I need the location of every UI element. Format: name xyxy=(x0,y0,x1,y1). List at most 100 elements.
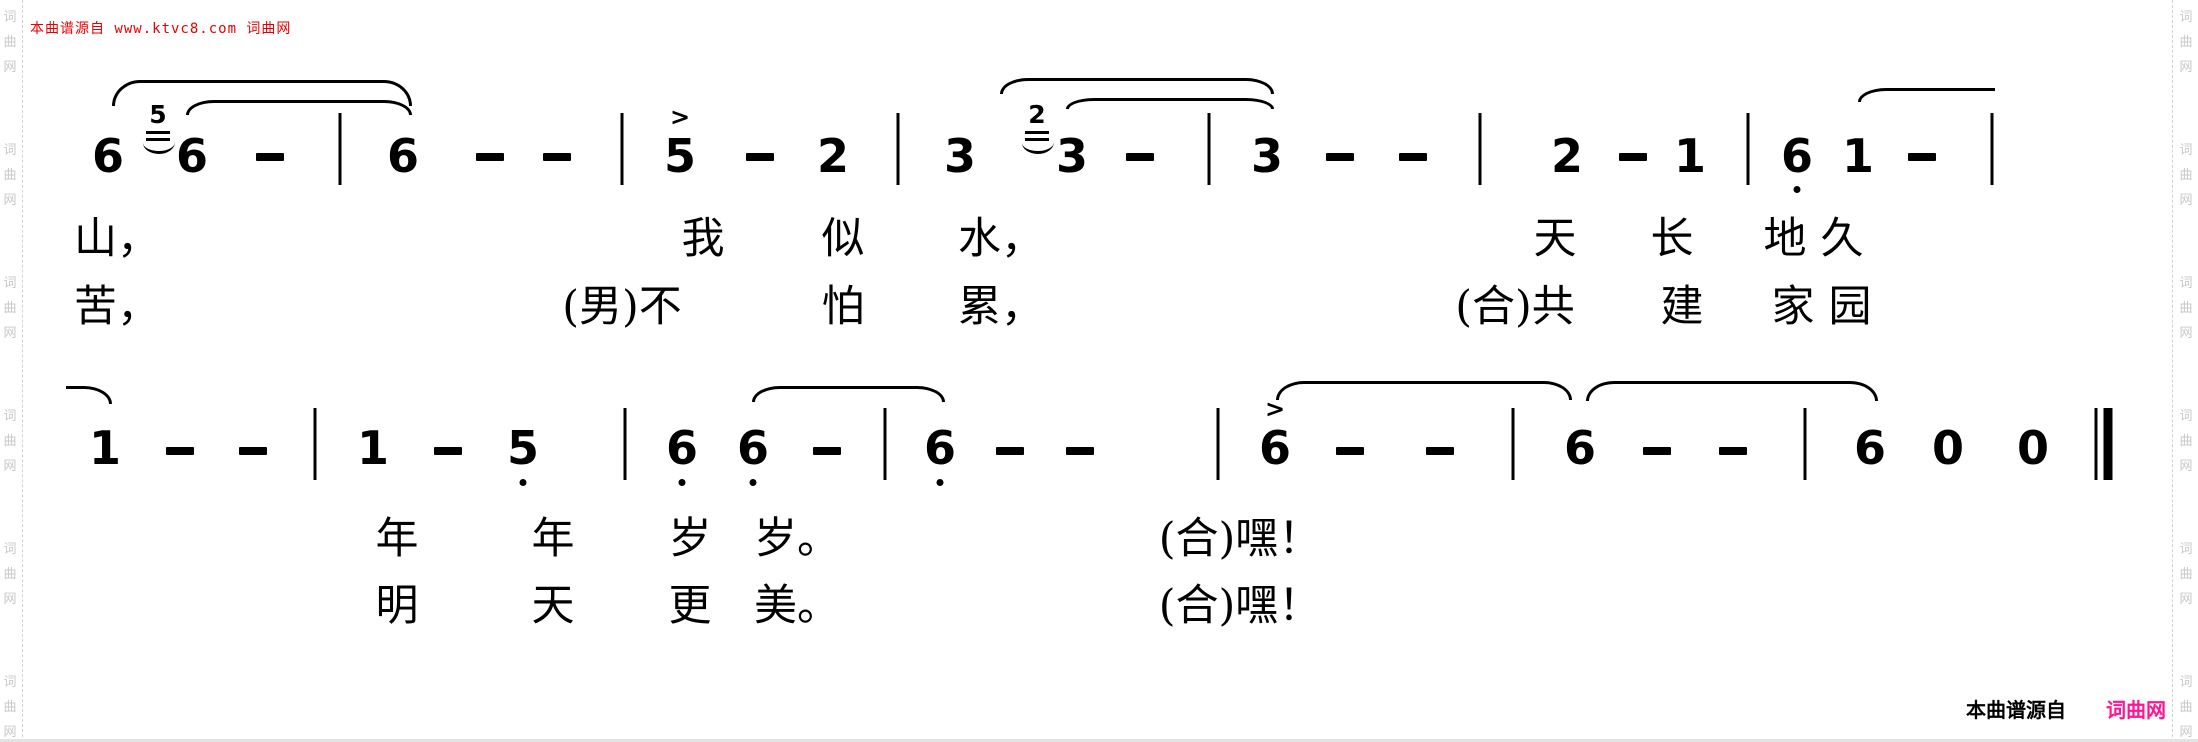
duration-dash xyxy=(746,153,774,161)
watermark-char: 词 xyxy=(3,10,17,25)
watermark-divider-right xyxy=(2172,0,2173,742)
lyric-syllable: 年 xyxy=(531,514,575,564)
watermark-char: 词 xyxy=(3,143,17,158)
duration-dash xyxy=(1066,447,1094,455)
duration-dash xyxy=(996,447,1024,455)
source-attribution-top: 本曲谱源自 www.ktvc8.com 词曲网 xyxy=(30,21,292,37)
lyric-syllable: 天 xyxy=(531,581,575,631)
watermark-char: 词 xyxy=(2179,675,2193,690)
note-digit: 1 xyxy=(88,421,122,475)
final-barline-thin xyxy=(2094,408,2098,480)
watermark-char: 词 xyxy=(3,409,17,424)
lyric-syllable: 地 xyxy=(1763,214,1807,264)
barline xyxy=(338,113,342,185)
lyric-syllable: 岁 xyxy=(668,514,712,564)
bottom-edge-strip xyxy=(0,739,2198,742)
slur-tie xyxy=(66,386,112,404)
watermark-char: 词 xyxy=(3,542,17,557)
watermark-char: 网 xyxy=(2179,326,2193,341)
grace-note-digit: 5 xyxy=(149,100,167,129)
barline xyxy=(1478,113,1482,185)
duration-dash xyxy=(476,153,504,161)
note-digit: 6 xyxy=(91,129,125,183)
slur-tie xyxy=(752,386,945,402)
watermark-char: 曲 xyxy=(3,434,17,449)
note-digit: 5 xyxy=(506,421,540,475)
duration-dash xyxy=(813,447,841,455)
note-digit: 6 xyxy=(1258,421,1292,475)
lyric-syllable: 园 xyxy=(1828,282,1872,332)
watermark-char: 网 xyxy=(2179,459,2193,474)
lyric-syllable: 岁。 xyxy=(754,514,840,564)
duration-dash xyxy=(1426,447,1454,455)
watermark-char: 词 xyxy=(2179,542,2193,557)
grace-note-beam xyxy=(1025,131,1049,134)
slur-tie xyxy=(1066,98,1274,109)
watermark-char: 曲 xyxy=(3,35,17,50)
duration-dash xyxy=(543,153,571,161)
lyric-syllable: 建 xyxy=(1660,282,1704,332)
lyric-syllable: 我 xyxy=(681,214,725,264)
lyric-syllable: (合)共 xyxy=(1455,282,1575,332)
barline xyxy=(1746,113,1750,185)
watermark-char: 词 xyxy=(2179,276,2193,291)
slur-tie xyxy=(1000,78,1274,94)
barline xyxy=(620,113,624,185)
duration-dash xyxy=(256,153,284,161)
barline xyxy=(1216,408,1220,480)
source-attribution-bottom-text: 本曲谱源自 xyxy=(1966,698,2066,722)
duration-dash xyxy=(1126,153,1154,161)
grace-note-beam xyxy=(146,131,170,134)
barline xyxy=(623,408,627,480)
accent-mark: > xyxy=(1264,395,1286,423)
watermark-divider-left xyxy=(22,0,23,742)
duration-dash xyxy=(434,447,462,455)
lyric-syllable: 久 xyxy=(1820,214,1864,264)
note-digit: 0 xyxy=(1931,421,1965,475)
lyric-syllable: 怕 xyxy=(821,282,865,332)
watermark-char: 曲 xyxy=(2179,35,2193,50)
barline xyxy=(1990,113,1994,185)
watermark-char: 网 xyxy=(2179,60,2193,75)
source-attribution-brand: 词曲网 xyxy=(2106,698,2166,722)
lyric-syllable: 山， xyxy=(74,214,160,264)
watermark-char: 网 xyxy=(3,459,17,474)
note-digit: 6 xyxy=(1563,421,1597,475)
watermark-char: 词 xyxy=(2179,10,2193,25)
watermark-char: 词 xyxy=(3,675,17,690)
grace-note-digit: 2 xyxy=(1028,100,1046,129)
watermark-char: 曲 xyxy=(3,700,17,715)
duration-dash xyxy=(1643,447,1671,455)
low-octave-dot xyxy=(749,479,757,486)
note-digit: 1 xyxy=(1673,129,1707,183)
watermark-char: 曲 xyxy=(2179,434,2193,449)
note-digit: 6 xyxy=(1780,129,1814,183)
watermark-char: 网 xyxy=(3,326,17,341)
barline xyxy=(896,113,900,185)
grace-note-beam xyxy=(1025,138,1049,141)
lyric-syllable: 天 xyxy=(1533,214,1577,264)
watermark-char: 曲 xyxy=(3,168,17,183)
low-octave-dot xyxy=(678,479,686,486)
watermark-char: 曲 xyxy=(3,567,17,582)
note-digit: 3 xyxy=(1250,129,1284,183)
watermark-char: 网 xyxy=(2179,725,2193,740)
grace-note-beam xyxy=(146,138,170,141)
lyric-syllable: 美。 xyxy=(754,581,840,631)
note-digit: 6 xyxy=(1853,421,1887,475)
barline xyxy=(883,408,887,480)
lyric-syllable: 水， xyxy=(958,214,1044,264)
slur-tie xyxy=(1276,381,1572,400)
note-digit: 6 xyxy=(175,129,209,183)
duration-dash xyxy=(1399,153,1427,161)
watermark-char: 词 xyxy=(2179,143,2193,158)
duration-dash xyxy=(1908,153,1936,161)
watermark-char: 网 xyxy=(2179,592,2193,607)
low-octave-dot xyxy=(519,479,527,486)
lyric-syllable: 家 xyxy=(1771,282,1815,332)
watermark-char: 曲 xyxy=(2179,168,2193,183)
watermark-char: 网 xyxy=(3,60,17,75)
duration-dash xyxy=(1619,153,1647,161)
watermark-char: 词 xyxy=(3,276,17,291)
lyric-syllable: (合)嘿！ xyxy=(1158,581,1322,631)
